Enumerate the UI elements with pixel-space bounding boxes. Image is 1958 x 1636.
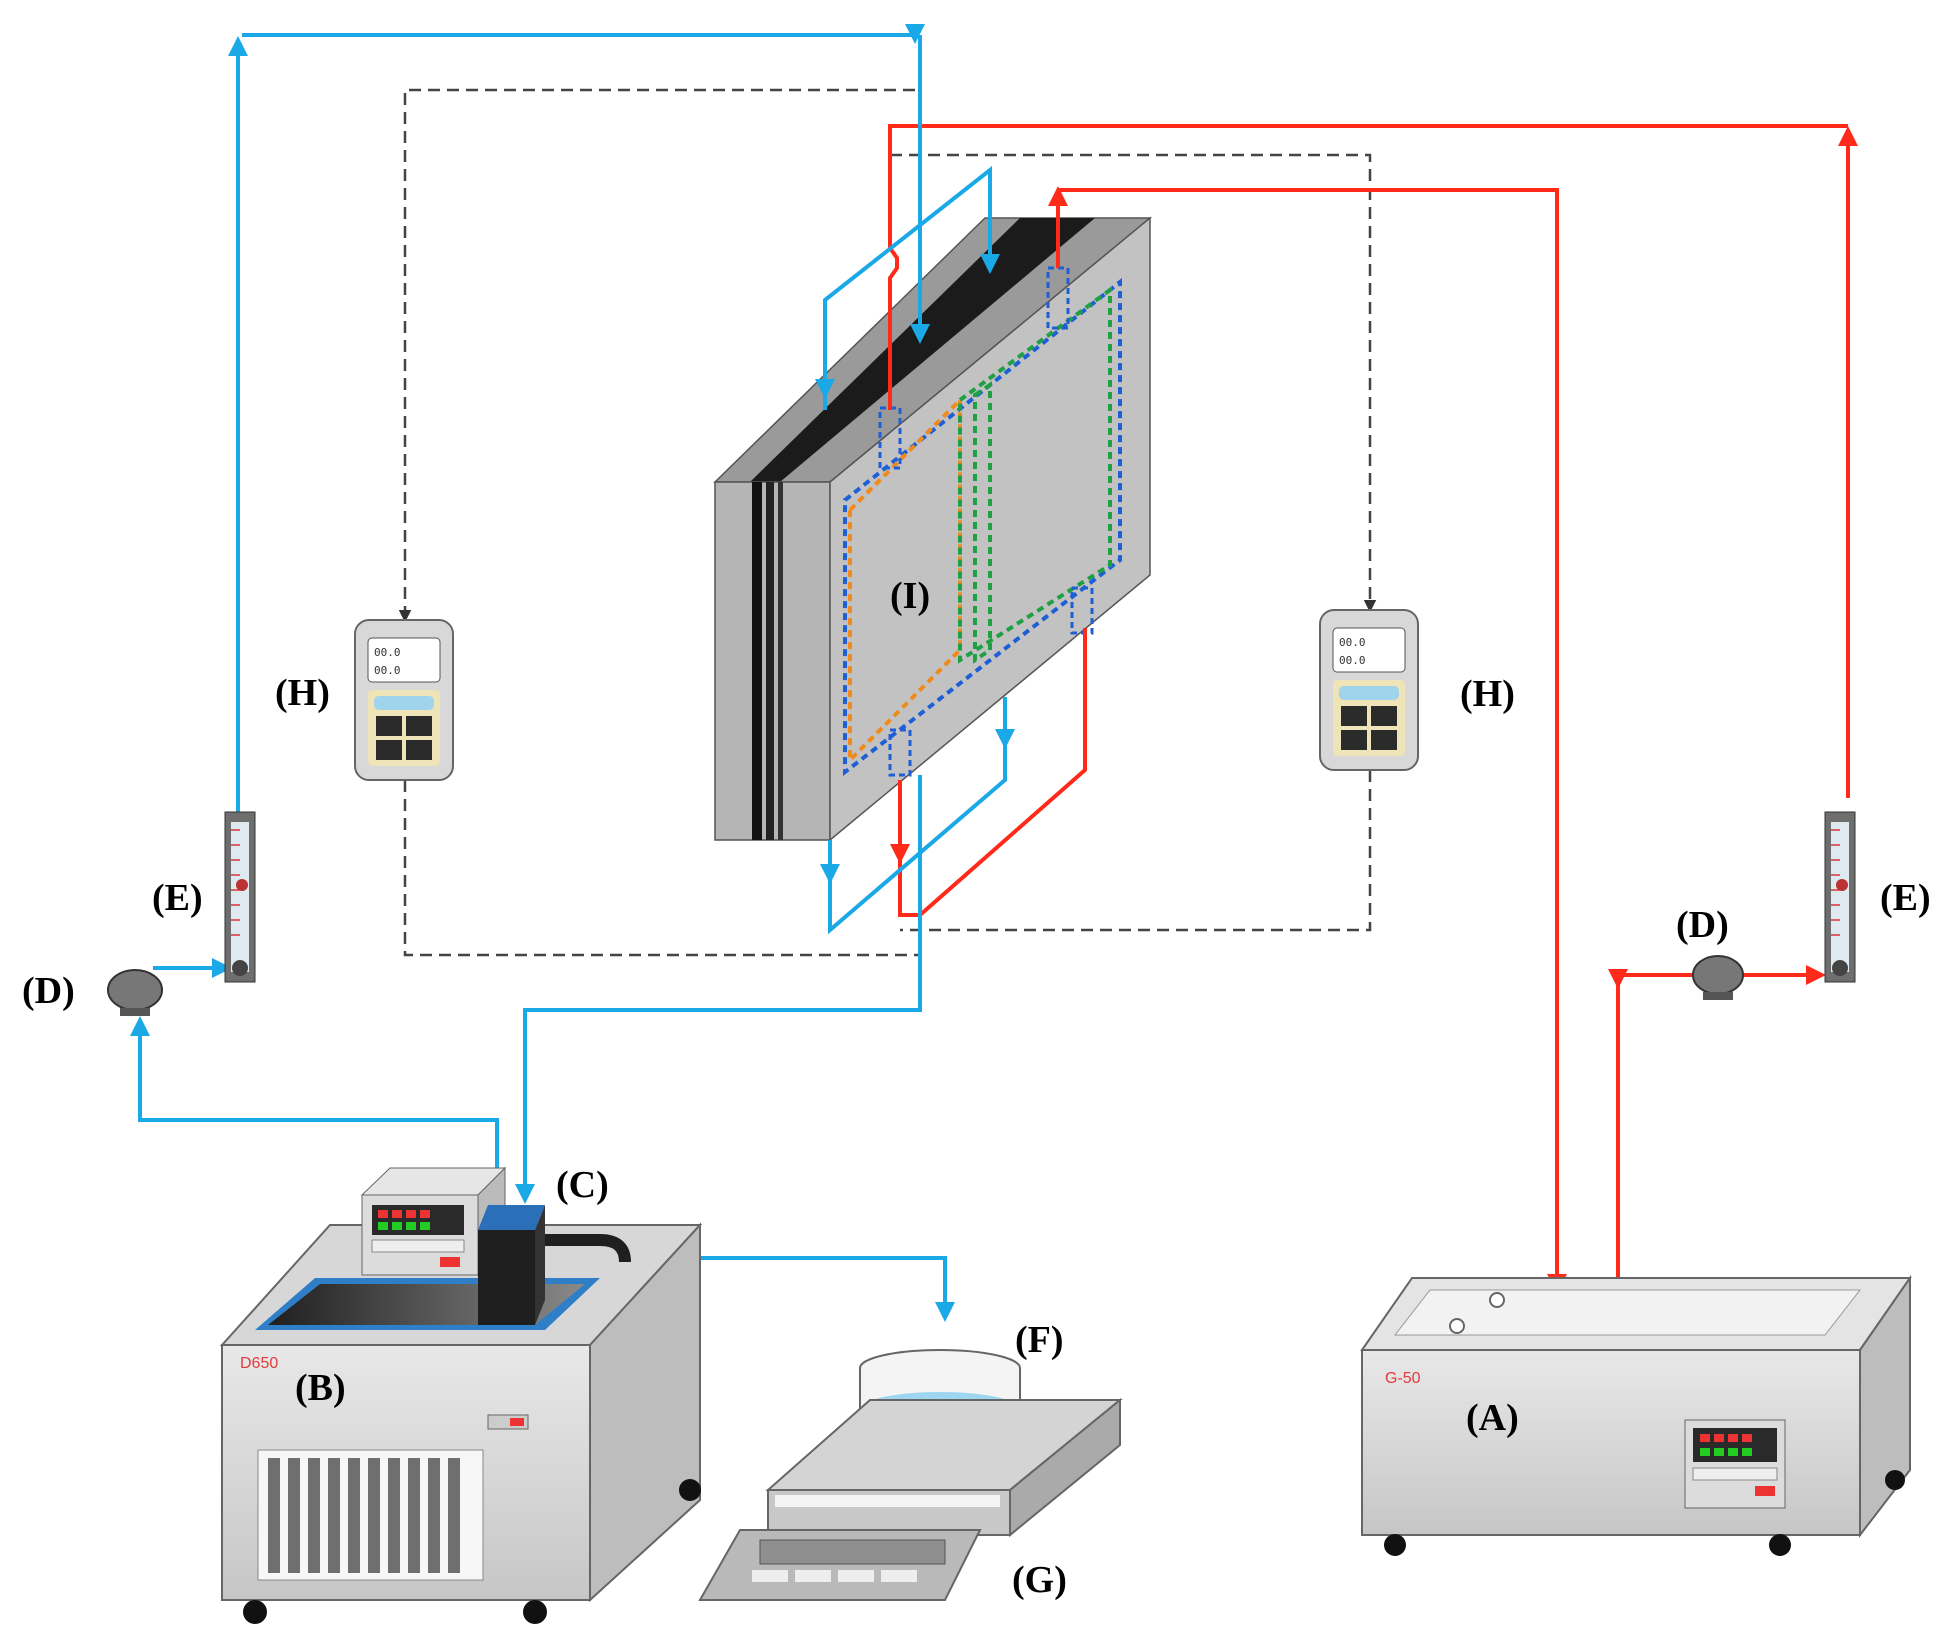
label-E-left: (E) — [152, 877, 203, 919]
meter-right-line1: 00.0 — [1339, 636, 1366, 649]
temperature-meter-right: 00.0 00.0 — [1319, 609, 1419, 771]
label-H-right: (H) — [1460, 673, 1515, 715]
hot-bath: G-50 — [1360, 1274, 1912, 1556]
label-B: (B) — [295, 1367, 346, 1409]
label-I: (I) — [890, 575, 930, 617]
flowmeter-left — [224, 811, 256, 983]
labels: (A) (B) (C) (D) (D) (E) (E) (F) (G) (H) … — [22, 575, 1931, 1601]
cold-bath: D650 — [219, 1166, 703, 1624]
label-A: (A) — [1466, 1397, 1519, 1439]
label-D-right: (D) — [1676, 904, 1729, 946]
flowmeter-right — [1824, 811, 1856, 983]
label-E-right: (E) — [1880, 877, 1931, 919]
cold-fluid-lines — [130, 24, 1015, 1322]
meter-left-line1: 00.0 — [374, 646, 401, 659]
bath-a-model: G-50 — [1385, 1370, 1421, 1387]
meter-left-line2: 00.0 — [374, 664, 401, 677]
label-D-left: (D) — [22, 970, 75, 1012]
membrane-module — [713, 216, 1153, 842]
signal-lines — [398, 88, 1377, 957]
label-F: (F) — [1015, 1319, 1064, 1361]
bath-b-model: D650 — [240, 1355, 278, 1372]
label-C: (C) — [556, 1164, 609, 1206]
temperature-meter-left: 00.0 00.0 — [354, 619, 454, 781]
pump-right — [1692, 955, 1744, 1000]
label-H-left: (H) — [275, 672, 330, 714]
meter-right-line2: 00.0 — [1339, 654, 1366, 667]
scale — [698, 1397, 1123, 1601]
label-G: (G) — [1012, 1559, 1067, 1601]
pump-left — [107, 969, 163, 1016]
